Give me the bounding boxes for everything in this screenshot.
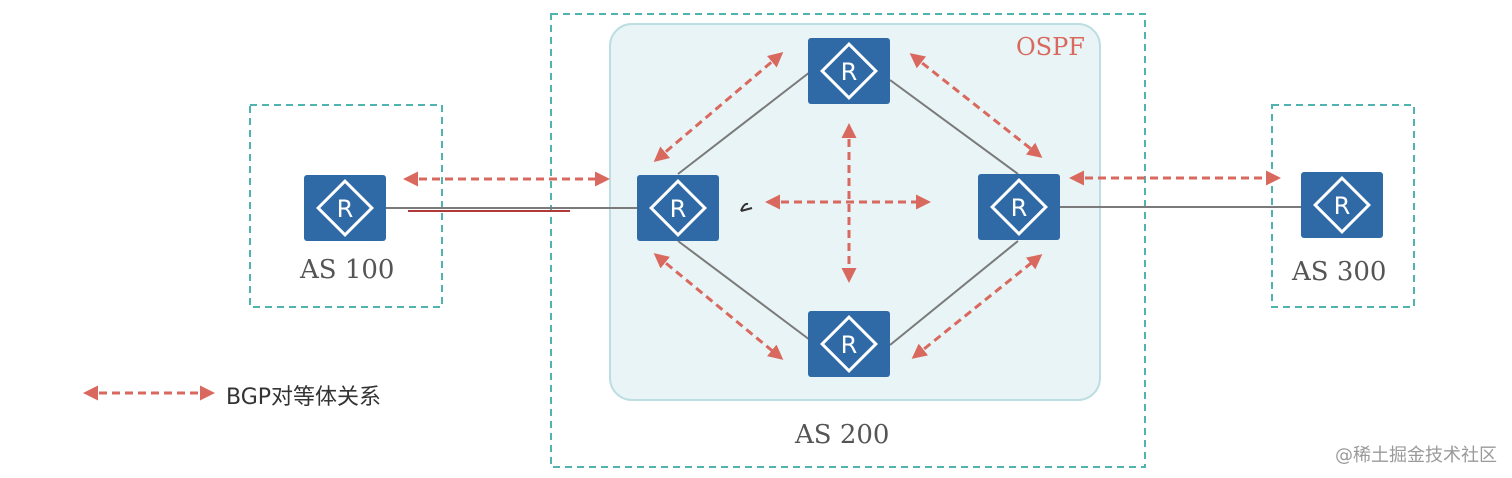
peer-arrow-left-top: [653, 52, 784, 162]
peer-arrow-top-right: [909, 53, 1043, 158]
peer-arrow-left-bottom: [653, 253, 784, 360]
ospf-label: OSPF: [1016, 33, 1085, 61]
as300-label: AS 300: [1292, 257, 1387, 287]
as200-label: AS 200: [795, 420, 890, 450]
bgp-peering-arrows: [83, 52, 1281, 401]
peer-arrow-bottom-right: [911, 254, 1043, 359]
as200-box: [550, 13, 1146, 468]
as100-label: AS 100: [300, 255, 395, 285]
cursor-mark: [740, 202, 753, 212]
as300-box: [1271, 104, 1415, 308]
legend-label: BGP对等体关系: [226, 385, 382, 410]
router-icon-as200-left: [635, 173, 721, 243]
watermark: @稀土掘金技术社区: [1335, 445, 1497, 466]
router-icon-as300: [1299, 170, 1385, 240]
router-icon-as200-right: [976, 172, 1062, 242]
router-icon-as200-top: [806, 36, 892, 106]
router-icon-as100: [302, 173, 388, 243]
as100-box: [249, 104, 443, 308]
router-icon-as200-bottom: [806, 309, 892, 379]
